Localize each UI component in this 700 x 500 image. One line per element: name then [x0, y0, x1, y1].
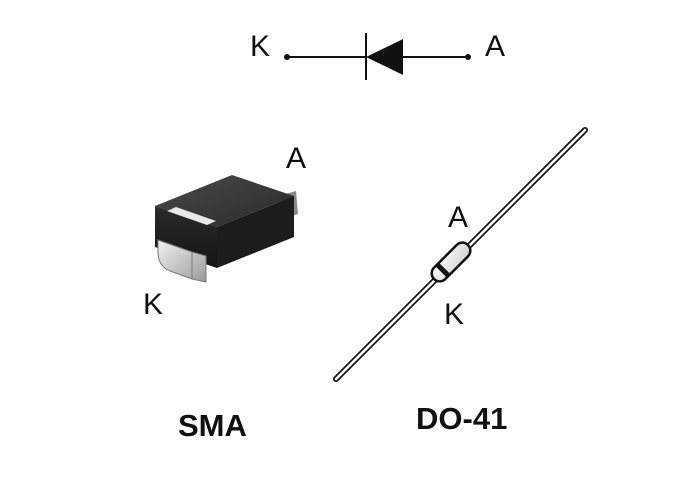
sma-anode-label: A	[286, 142, 306, 175]
do41-package: A K DO-41	[333, 127, 588, 436]
sma-package-name: SMA	[178, 408, 247, 443]
sma-body-front	[155, 206, 217, 268]
symbol-terminal-left	[284, 54, 290, 60]
symbol-cathode-label: K	[250, 30, 270, 63]
sma-cathode-lead	[157, 239, 207, 283]
sma-body-side	[217, 196, 294, 268]
do41-body	[430, 241, 472, 283]
do41-package-name: DO-41	[416, 401, 507, 436]
diode-symbol: K A	[250, 30, 505, 80]
sma-package: A K SMA	[143, 142, 306, 443]
symbol-triangle	[366, 39, 403, 75]
sma-cathode-stripe	[167, 207, 216, 225]
do41-cathode-band	[435, 262, 451, 278]
symbol-terminal-right	[465, 54, 471, 60]
symbol-anode-label: A	[485, 30, 505, 63]
do41-cathode-label: K	[444, 298, 464, 331]
do41-anode-label: A	[448, 201, 468, 234]
sma-cathode-label: K	[143, 288, 163, 321]
